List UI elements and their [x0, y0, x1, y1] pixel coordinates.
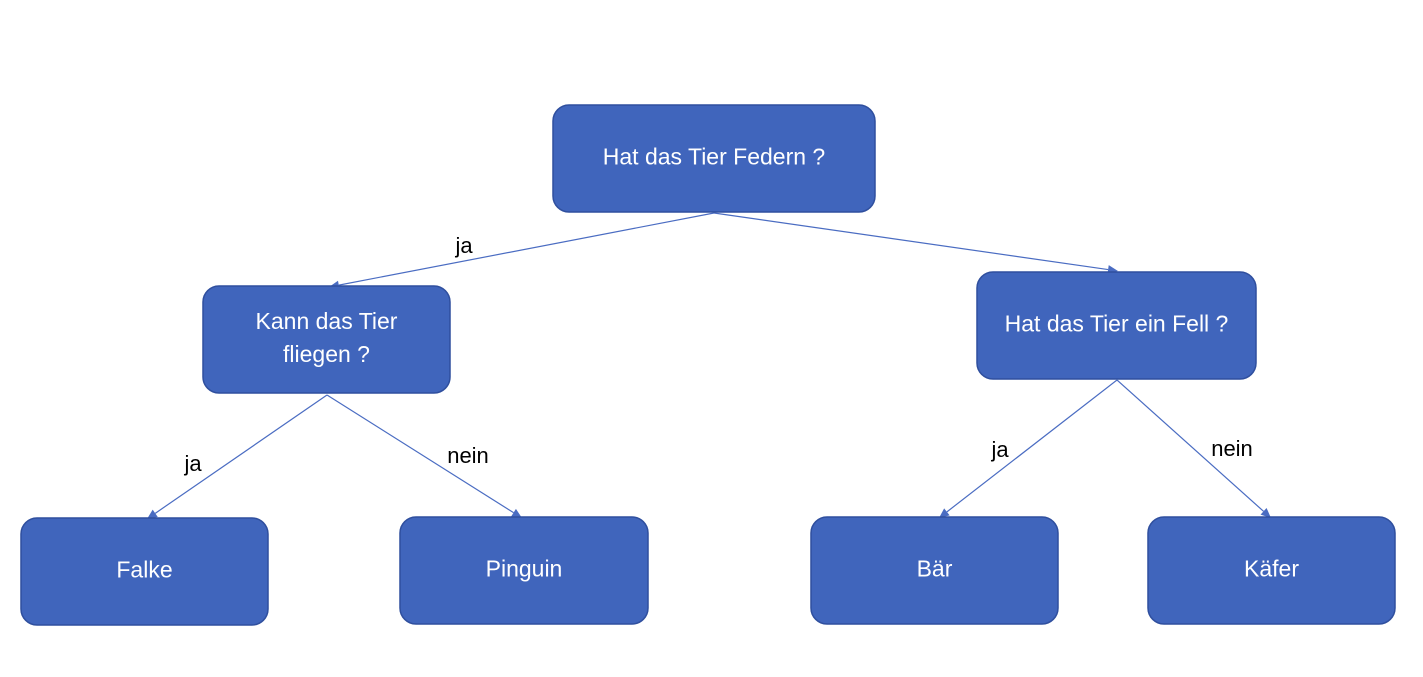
node-box	[552, 104, 876, 213]
edge-label: nein	[447, 443, 489, 468]
node-label: Falke	[116, 557, 172, 583]
node-leaf-kaefer: Käfer	[1147, 516, 1396, 625]
node-label: Pinguin	[486, 556, 563, 582]
edge-q_fly-to-leaf_falke	[147, 394, 328, 519]
edge-root-to-q_fly	[329, 212, 715, 290]
node-root: Hat das Tier Federn ?	[552, 104, 876, 213]
arrowhead-icon	[1260, 507, 1271, 518]
node-box	[976, 271, 1257, 380]
edge-q_fur-to-leaf_kaefer	[1116, 379, 1271, 518]
edge-label: ja	[183, 451, 202, 476]
node-label: Käfer	[1244, 556, 1299, 582]
edge-root-to-q_fur	[713, 212, 1118, 275]
edge-line	[326, 394, 514, 514]
arrowhead-icon	[147, 509, 158, 519]
edge-label: ja	[454, 233, 473, 258]
edge-q_fly-to-leaf_pinguin	[326, 394, 522, 518]
edge-q_fur-to-leaf_baer	[939, 379, 1118, 518]
node-label: Hat das Tier Federn ?	[603, 144, 825, 170]
nodes-layer: Hat das Tier Federn ? Kann das Tier fliege…	[20, 104, 1396, 626]
node-q-fly: Kann das Tier fliegen ?	[202, 285, 451, 394]
edge-line	[154, 394, 328, 514]
arrowhead-icon	[939, 508, 950, 518]
node-box	[1147, 516, 1396, 625]
node-label: Bär	[917, 556, 953, 582]
edge-label: ja	[990, 437, 1009, 462]
node-label: fliegen ?	[283, 341, 370, 367]
edge-line	[338, 212, 715, 286]
node-box	[810, 516, 1059, 625]
node-q-fur: Hat das Tier ein Fell ?	[976, 271, 1257, 380]
edges-layer	[147, 212, 1271, 519]
node-label: Kann das Tier	[256, 308, 398, 334]
edge-line	[946, 379, 1118, 513]
node-leaf-pinguin: Pinguin	[399, 516, 649, 625]
edge-labels-layer: ja ja nein ja nein	[183, 233, 1252, 476]
edge-label: nein	[1211, 436, 1253, 461]
edge-line	[1116, 379, 1264, 512]
node-box	[399, 516, 649, 625]
node-leaf-baer: Bär	[810, 516, 1059, 625]
edge-line	[713, 212, 1109, 271]
arrowhead-icon	[511, 508, 522, 518]
node-label: Hat das Tier ein Fell ?	[1005, 311, 1229, 337]
node-box	[20, 517, 269, 626]
node-leaf-falke: Falke	[20, 517, 269, 626]
node-box	[202, 285, 451, 394]
